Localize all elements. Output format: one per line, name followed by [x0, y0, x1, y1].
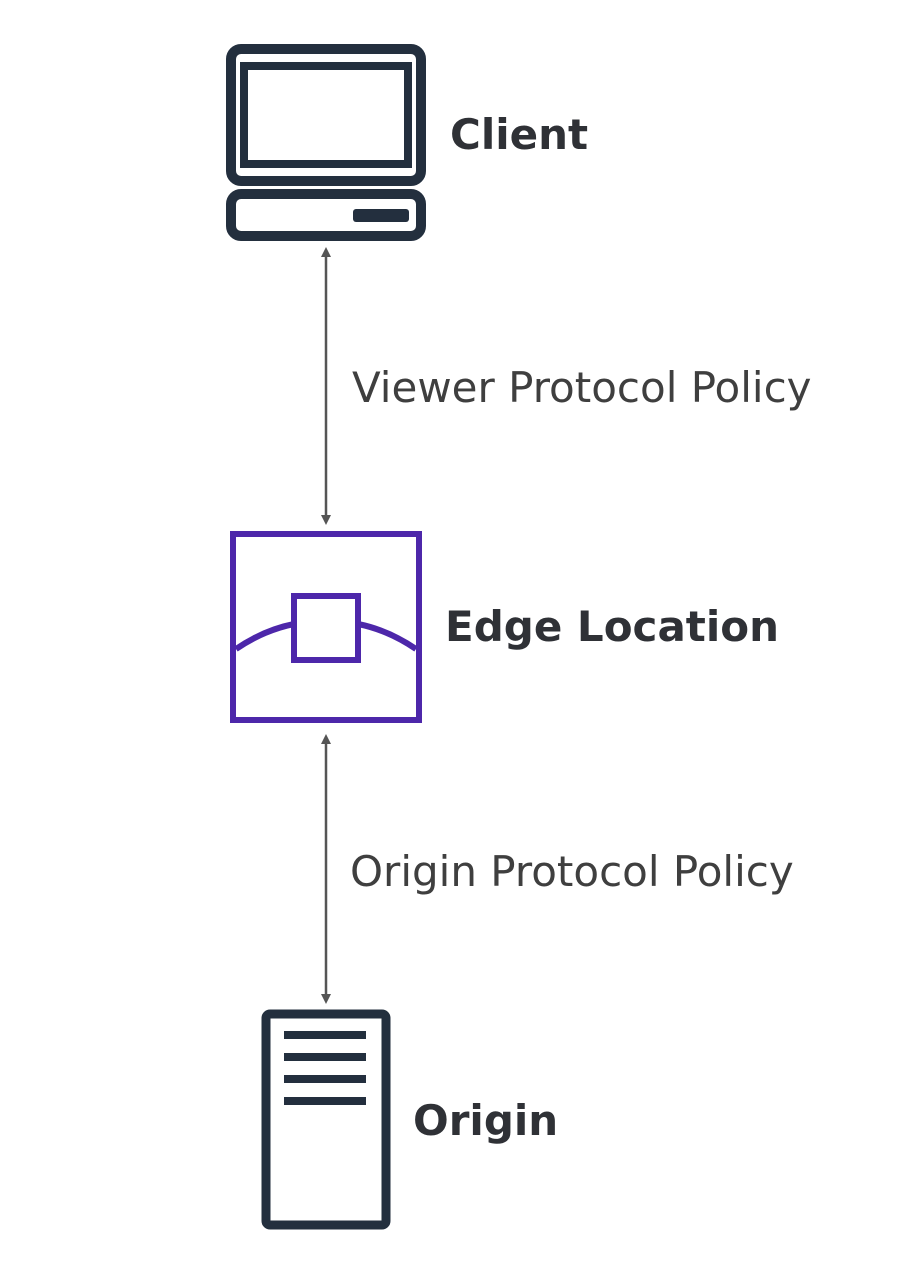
server-icon — [261, 1009, 391, 1230]
edge-location-label: Edge Location — [445, 602, 780, 651]
client-label: Client — [450, 110, 589, 159]
origin-protocol-policy-label: Origin Protocol Policy — [350, 847, 794, 896]
edge-location-icon — [230, 531, 422, 723]
client-computer-icon — [226, 44, 426, 241]
origin-label: Origin — [413, 1096, 559, 1145]
viewer-protocol-policy-label: Viewer Protocol Policy — [352, 363, 812, 412]
